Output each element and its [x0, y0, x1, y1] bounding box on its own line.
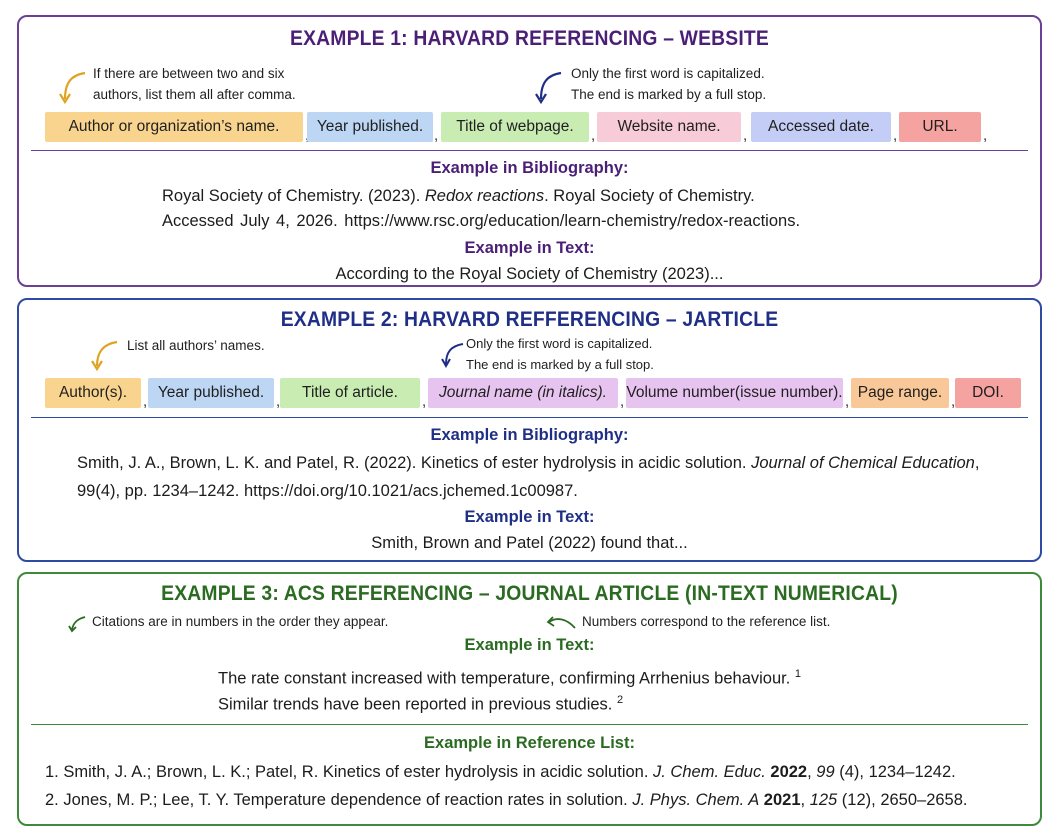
- divider: [31, 724, 1028, 725]
- chip-accessed-date: Accessed date.: [751, 112, 891, 142]
- comma: ,: [276, 393, 281, 410]
- example-1-panel: EXAMPLE 1: HARVARD REFERENCING – WEBSITE…: [17, 15, 1042, 287]
- chip-author: Author or organization’s name.: [45, 112, 303, 142]
- bibliography-line-2: Accessed July 4, 2026. https://www.rsc.o…: [162, 212, 801, 230]
- note-line: The end is marked by a full stop.: [466, 357, 654, 372]
- chip-year: Year published.: [307, 112, 433, 142]
- bib-text: Smith, J. A., Brown, L. K. and Patel, R.…: [77, 454, 752, 472]
- example-1-title: EXAMPLE 1: HARVARD REFERENCING – WEBSITE: [290, 27, 769, 50]
- chip-website-name: Website name.: [597, 112, 741, 142]
- note-line: Only the first word is capitalized.: [571, 66, 765, 81]
- bibliography-line-1: Royal Society of Chemistry. (2023). Redo…: [162, 184, 755, 208]
- divider: [31, 417, 1028, 418]
- chip-page-range: Page range.: [851, 378, 949, 408]
- example-2-panel: EXAMPLE 2: HARVARD REFFERENCING – JARTIC…: [17, 298, 1042, 562]
- in-text-line-1: The rate constant increased with tempera…: [218, 662, 801, 691]
- ref-volume: 99: [816, 763, 835, 781]
- ref-volume: 125: [809, 791, 838, 809]
- in-text-example: Smith, Brown and Patel (2022) found that…: [371, 534, 688, 552]
- reference-item-2: 2. Jones, M. P.; Lee, T. Y. Temperature …: [45, 791, 968, 809]
- citation-number: 2: [616, 694, 624, 706]
- bibliography-heading: Example in Bibliography:: [430, 426, 629, 444]
- ex1-author-note: If there are between two and six authors…: [93, 63, 296, 105]
- ref-text: (4), 1234–1242.: [834, 763, 956, 781]
- reference-item-1: 1. Smith, J. A.; Brown, L. K.; Patel, R.…: [45, 763, 956, 781]
- note-line: If there are between two and six: [93, 66, 285, 81]
- comma: ,: [620, 393, 625, 410]
- chip-volume: Volume number(issue number).: [626, 378, 843, 408]
- comma: ,: [983, 127, 988, 144]
- example-3-panel: EXAMPLE 3: ACS REFERENCING – JOURNAL ART…: [17, 572, 1042, 826]
- in-text-line-2: Similar trends have been reported in pre…: [218, 688, 623, 717]
- note-line: authors, list them all after comma.: [93, 87, 296, 102]
- bib-text: ,: [974, 454, 980, 472]
- comma: ,: [422, 393, 427, 410]
- in-text-sentence: Similar trends have been reported in pre…: [218, 695, 613, 714]
- curved-arrow-icon: [91, 340, 118, 372]
- ref-year: 2022: [770, 763, 808, 781]
- bibliography-line-2: 99(4), pp. 1234–1242. https://doi.org/10…: [77, 482, 578, 500]
- curved-arrow-icon: [546, 616, 576, 629]
- bibliography-line-1: Smith, J. A., Brown, L. K. and Patel, R.…: [77, 451, 979, 475]
- comma: ,: [434, 127, 439, 144]
- in-text-sentence: The rate constant increased with tempera…: [218, 669, 791, 688]
- chip-doi: DOI.: [955, 378, 1021, 408]
- curved-arrow-icon: [441, 343, 464, 369]
- curved-arrow-icon: [68, 616, 86, 633]
- comma: ,: [893, 127, 898, 144]
- curved-arrow-icon: [535, 71, 562, 105]
- in-text-heading: Example in Text:: [464, 239, 595, 257]
- chip-title-webpage: Title of webpage.: [441, 112, 589, 142]
- comma: ,: [591, 127, 596, 144]
- ref-year: 2021: [763, 791, 801, 809]
- in-text-example: According to the Royal Society of Chemis…: [335, 265, 724, 283]
- comma: ,: [743, 127, 748, 144]
- note-line: Only the first word is capitalized.: [466, 336, 653, 351]
- ex3-reference-note: Numbers correspond to the reference list…: [582, 614, 831, 629]
- bib-text: Royal Society of Chemistry. (2023).: [162, 187, 425, 205]
- chip-journal-name: Journal name (in italics).: [428, 378, 618, 408]
- comma: ,: [951, 393, 956, 410]
- example-2-title: EXAMPLE 2: HARVARD REFFERENCING – JARTIC…: [280, 308, 779, 331]
- chip-title-article: Title of article.: [280, 378, 420, 408]
- note-line: The end is marked by a full stop.: [571, 87, 767, 102]
- bib-text: . Royal Society of Chemistry.: [544, 187, 755, 205]
- ref-journal: J. Phys. Chem. A: [632, 791, 760, 809]
- ex3-citation-note: Citations are in numbers in the order th…: [92, 614, 389, 629]
- ref-journal: J. Chem. Educ.: [653, 763, 766, 781]
- ex2-author-note: List all authors’ names.: [127, 338, 265, 353]
- chip-year: Year published.: [148, 378, 274, 408]
- curved-arrow-icon: [59, 71, 86, 105]
- comma: ,: [845, 393, 850, 410]
- ref-text: 1. Smith, J. A.; Brown, L. K.; Patel, R.…: [45, 763, 654, 781]
- ex2-capitalization-note: Only the first word is capitalized. The …: [466, 333, 654, 375]
- comma: ,: [143, 393, 148, 410]
- citation-number: 1: [794, 668, 802, 680]
- example-3-title: EXAMPLE 3: ACS REFERENCING – JOURNAL ART…: [161, 582, 898, 605]
- bib-italic: Journal of Chemical Education: [751, 454, 975, 472]
- bib-italic: Redox reactions: [424, 187, 545, 205]
- bibliography-heading: Example in Bibliography:: [430, 159, 629, 177]
- ex1-capitalization-note: Only the first word is capitalized. The …: [571, 63, 766, 105]
- ref-text: 2. Jones, M. P.; Lee, T. Y. Temperature …: [45, 791, 633, 809]
- in-text-heading: Example in Text:: [464, 508, 595, 526]
- in-text-heading: Example in Text:: [464, 636, 595, 654]
- divider: [31, 150, 1028, 151]
- ref-text: (12), 2650–2658.: [837, 791, 968, 809]
- chip-authors: Author(s).: [45, 378, 141, 408]
- reference-list-heading: Example in Reference List:: [424, 734, 635, 752]
- chip-url: URL.: [899, 112, 981, 142]
